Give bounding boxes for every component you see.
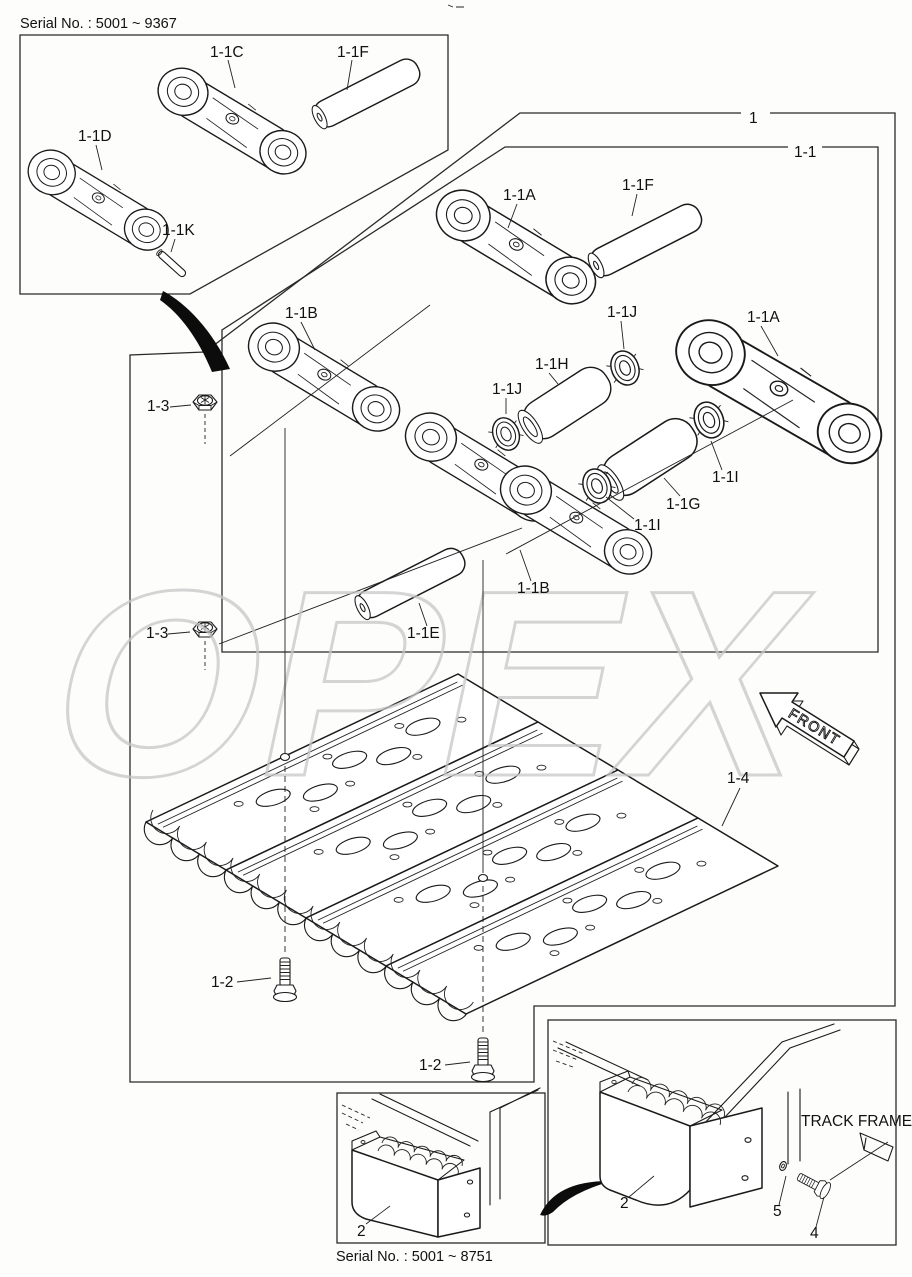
track-link-1-1d	[14, 142, 183, 258]
track-bolt-1-2-1	[272, 957, 298, 1003]
step-inset-right-drawing	[552, 1023, 894, 1208]
callout-1-1d: 1-1D	[78, 128, 112, 145]
watermark-text: OPEX	[28, 535, 835, 832]
callout-5: 5	[773, 1203, 782, 1220]
callout-group-1: 1	[749, 110, 758, 127]
callout-1-1f-main: 1-1F	[622, 177, 654, 194]
callout-1-1c: 1-1C	[210, 44, 244, 61]
callout-1-3-2: 1-3	[146, 625, 168, 642]
callout-1-1g: 1-1G	[666, 496, 700, 513]
swoosh-arrow-bottom	[540, 1180, 612, 1216]
callout-2-left: 2	[357, 1223, 366, 1240]
callout-1-1a-2: 1-1A	[747, 309, 780, 326]
callout-4: 4	[810, 1225, 819, 1242]
bolt-axis-a	[279, 428, 291, 952]
callout-1-3-1: 1-3	[147, 398, 169, 415]
step-inset-left-box	[336, 1092, 546, 1244]
group-1-1-boundary	[221, 146, 879, 653]
pin-1-1f-top	[307, 54, 425, 133]
track-bolt-1-2-2	[470, 1037, 496, 1083]
track-frame-label: TRACK FRAME	[801, 1113, 912, 1130]
callout-1-1b-2: 1-1B	[517, 580, 550, 597]
callout-1-4: 1-4	[727, 770, 750, 787]
callout-1-1k: 1-1K	[162, 222, 195, 239]
page-artifact	[447, 4, 464, 8]
callout-1-1a-1: 1-1A	[503, 187, 536, 204]
nut-1-3-1	[192, 394, 218, 411]
step-inset-right-box	[547, 1019, 897, 1246]
callout-1-1f-top: 1-1F	[337, 44, 369, 61]
serial-variant-box	[19, 34, 449, 295]
group-1-boundary	[129, 112, 896, 1083]
callout-1-1e: 1-1E	[407, 625, 440, 642]
callout-group-1-1: 1-1	[794, 144, 816, 161]
grouser-teeth-outer	[143, 821, 467, 1022]
step-inset-left-drawing	[341, 1087, 541, 1238]
washer-5	[779, 1160, 787, 1172]
swoosh-arrow-top	[160, 291, 230, 372]
serial-number-top: Serial No. : 5001 ~ 9367	[20, 16, 177, 32]
pin-1-1f-main	[583, 199, 707, 282]
track-shoe-group	[144, 674, 778, 1021]
callout-1-2-1: 1-2	[211, 974, 233, 991]
serial-number-bottom: Serial No. : 5001 ~ 8751	[336, 1249, 493, 1265]
callout-1-1i-1: 1-1I	[712, 469, 739, 486]
bolt-axis-b	[477, 560, 489, 1033]
callout-1-1j-1: 1-1J	[607, 304, 637, 321]
callout-leader-lines	[95, 59, 825, 1228]
callout-2-right: 2	[620, 1195, 629, 1212]
callout-1-1h: 1-1H	[535, 356, 569, 373]
callout-1-1i-2: 1-1I	[634, 517, 661, 534]
pin-1-1k	[156, 249, 187, 278]
bushing-1-1h	[512, 359, 619, 449]
callout-1-1j-2: 1-1J	[492, 381, 522, 398]
assembly-leader-lines	[218, 304, 794, 645]
callout-1-1b-1: 1-1B	[285, 305, 318, 322]
grouser-teeth-inner	[150, 809, 474, 1011]
mount-bolt-4	[793, 1168, 834, 1201]
track-link-1-1b-1	[234, 314, 415, 439]
callout-1-2-2: 1-2	[419, 1057, 441, 1074]
